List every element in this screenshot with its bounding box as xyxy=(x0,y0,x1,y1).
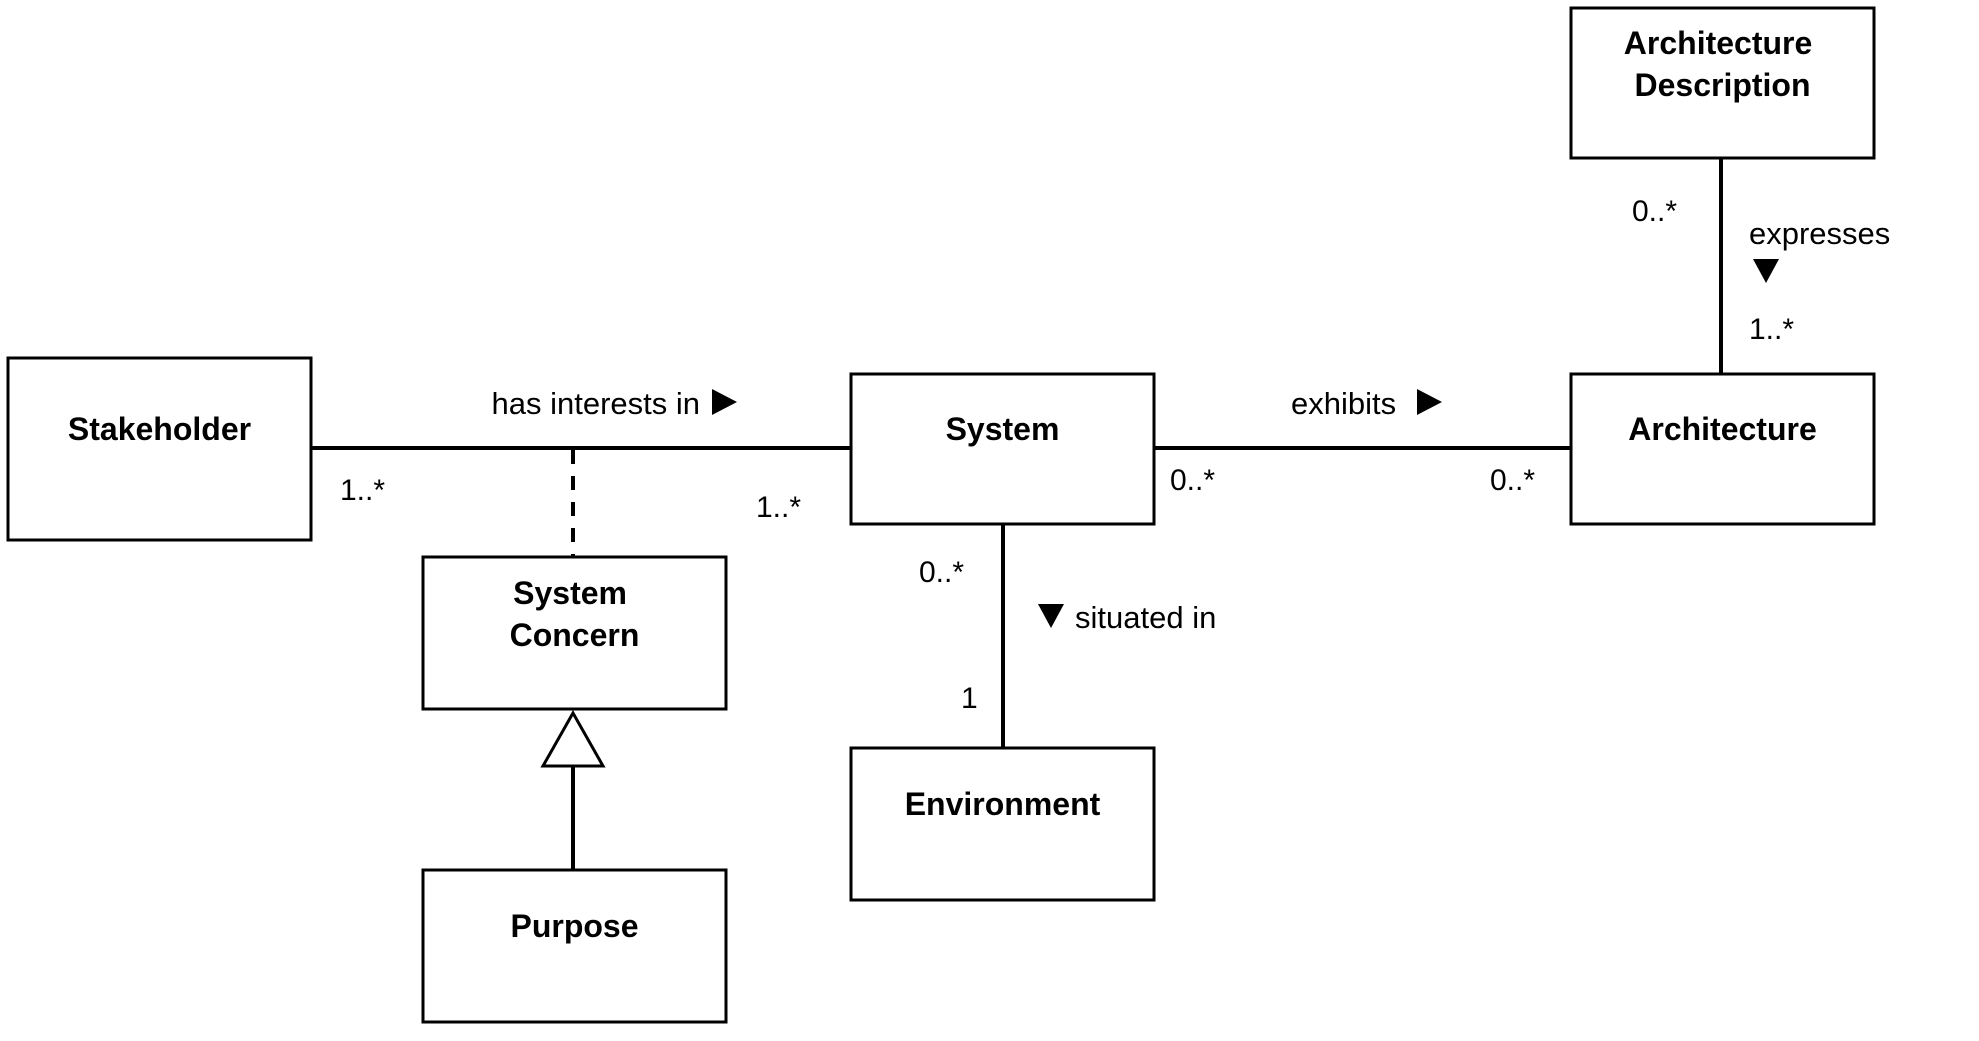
situated-in-label: situated in xyxy=(1075,600,1216,635)
generalization-arrowhead xyxy=(540,709,606,768)
class-architecture-description-line-1: Architecture xyxy=(1624,25,1813,61)
triangle-right-icon xyxy=(1417,389,1442,415)
class-system-concern-box xyxy=(421,555,728,711)
expresses-label: expresses xyxy=(1749,216,1890,251)
class-system-name: System xyxy=(946,411,1060,447)
class-system-concern[interactable]: System Concern xyxy=(421,555,728,711)
has-interests-in-label: has interests in xyxy=(492,386,701,421)
class-architecture-description-box xyxy=(1569,6,1876,160)
exhibits-label: exhibits xyxy=(1291,386,1396,421)
class-stakeholder[interactable]: Stakeholder xyxy=(6,356,313,542)
class-system-concern-name: System Concern xyxy=(510,575,640,653)
class-system[interactable]: System xyxy=(849,372,1156,526)
class-architecture-description-line-2: Description xyxy=(1634,67,1810,103)
class-purpose-name: Purpose xyxy=(510,908,638,944)
description-expresses-multiplicity: 0..* xyxy=(1632,195,1677,228)
stakeholder-multiplicity: 1..* xyxy=(340,474,385,507)
class-stakeholder-name: Stakeholder xyxy=(68,411,251,447)
class-stakeholder-box xyxy=(6,356,313,542)
system-exhibits-multiplicity: 0..* xyxy=(1170,464,1215,497)
triangle-right-icon xyxy=(712,389,737,415)
class-system-concern-line-1: System xyxy=(513,575,627,611)
system-situated-multiplicity: 0..* xyxy=(919,556,964,589)
architecture-exhibits-multiplicity: 0..* xyxy=(1490,464,1535,497)
class-system-box xyxy=(849,372,1156,526)
triangle-down-icon xyxy=(1753,259,1779,283)
class-architecture-name: Architecture xyxy=(1628,411,1817,447)
class-architecture-description[interactable]: Architecture Description xyxy=(1569,6,1876,160)
class-system-concern-line-2: Concern xyxy=(510,617,640,653)
class-environment[interactable]: Environment xyxy=(849,746,1156,902)
environment-situated-multiplicity: 1 xyxy=(961,682,978,715)
architecture-expresses-multiplicity: 1..* xyxy=(1749,313,1794,346)
system-interest-multiplicity: 1..* xyxy=(756,491,801,524)
class-purpose-box xyxy=(421,868,728,1024)
class-environment-box xyxy=(849,746,1156,902)
class-architecture-description-name: Architecture Description xyxy=(1624,25,1821,103)
class-architecture[interactable]: Architecture xyxy=(1569,372,1876,526)
class-purpose[interactable]: Purpose xyxy=(421,868,728,1024)
class-architecture-box xyxy=(1569,372,1876,526)
triangle-down-icon xyxy=(1038,604,1064,628)
class-environment-name: Environment xyxy=(905,786,1101,822)
